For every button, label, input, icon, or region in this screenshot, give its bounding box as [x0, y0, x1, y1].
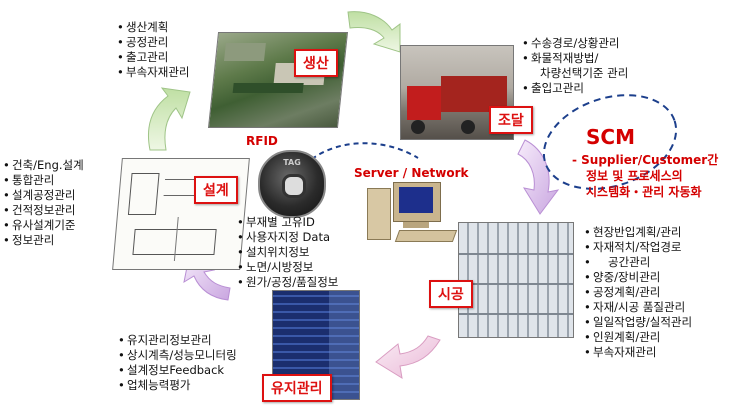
scm-line-3: 시스템화・관리 자동화: [586, 185, 702, 199]
server-computer-icon: [367, 182, 458, 244]
scm-line-2: 정보 및 프로세스의: [586, 169, 683, 183]
construction-item: 인원계획/관리: [584, 330, 692, 345]
design-item: 건적정보관리: [3, 203, 84, 218]
procurement-task-list: 수송경로/상황관리 화물적재방법/ 차량선택기준 관리 출입고관리: [522, 36, 628, 96]
rfid-item: 부재별 고유ID: [237, 215, 338, 230]
procurement-item-continuation: 차량선택기준 관리: [522, 66, 628, 81]
arrow-construction-to-maintenance: [375, 335, 441, 380]
maintenance-item: 유지관리정보관리: [118, 333, 237, 348]
design-task-list: 건축/Eng.설계 통합관리 설계공정관리 건적정보관리 유사설계기준 정보관리: [3, 158, 84, 248]
stage-label-construction: 시공: [429, 280, 473, 308]
stage-label-production: 생산: [294, 49, 338, 77]
design-item: 유사설계기준: [3, 218, 84, 233]
production-task-list: 생산계획 공정관리 출고관리 부속자재관리: [117, 20, 189, 80]
stage-label-procurement: 조달: [489, 106, 533, 134]
rfid-item: 원가/공정/품질정보: [237, 275, 338, 290]
rfid-item: 사용자지정 Data: [237, 230, 338, 245]
maintenance-item: 상시계측/성능모니터링: [118, 348, 237, 363]
design-item: 건축/Eng.설계: [3, 158, 84, 173]
construction-item: 부속자재관리: [584, 345, 692, 360]
arrow-design-to-production: [147, 87, 191, 151]
construction-item: 일일작업량/실적관리: [584, 315, 692, 330]
production-item: 부속자재관리: [117, 65, 189, 80]
construction-item: 자재적치/작업경로: [584, 240, 692, 255]
scm-line-1: - Supplier/Customer간: [572, 153, 719, 167]
procurement-item: 출입고관리: [522, 81, 628, 96]
rfid-tag-text: TAG: [283, 158, 301, 167]
arrow-procurement-to-construction: [517, 139, 560, 215]
stage-label-design: 설계: [194, 176, 238, 204]
construction-item: 현장반입계획/관리: [584, 225, 692, 240]
production-item: 생산계획: [117, 20, 189, 35]
production-item: 공정관리: [117, 35, 189, 50]
construction-item: 양중/장비관리: [584, 270, 692, 285]
maintenance-task-list: 유지관리정보관리 상시계측/성능모니터링 설계정보Feedback 업체능력평가: [118, 333, 237, 393]
stage-label-maintenance: 유지관리: [262, 374, 332, 402]
rfid-item: 노면/시방정보: [237, 260, 338, 275]
construction-building-photo: [458, 222, 574, 338]
construction-item: 공정계획/관리: [584, 285, 692, 300]
procurement-item: 화물적재방법/: [522, 51, 628, 66]
rfid-tag-icon: TAG: [258, 150, 326, 218]
design-drawing-photo: [112, 158, 250, 270]
production-item: 출고관리: [117, 50, 189, 65]
scm-dashed-ellipse: [542, 94, 678, 190]
construction-item-continuation: 공간관리: [584, 255, 692, 270]
procurement-item: 수송경로/상황관리: [522, 36, 628, 51]
rfid-item: 설치위치정보: [237, 245, 338, 260]
design-item-continuation: 정보관리: [3, 233, 84, 248]
arrow-production-to-procurement: [347, 11, 401, 53]
server-network-label: Server / Network: [354, 166, 469, 180]
rfid-info-list: 부재별 고유ID 사용자지정 Data 설치위치정보 노면/시방정보 원가/공정…: [237, 215, 338, 290]
maintenance-item: 업체능력평가: [118, 378, 237, 393]
rfid-title: RFID: [246, 134, 278, 148]
design-item: 설계공정관리: [3, 188, 84, 203]
construction-item: 자재/시공 품질관리: [584, 300, 692, 315]
construction-task-list: 현장반입계획/관리 자재적치/작업경로 공간관리 양중/장비관리 공정계획/관리…: [584, 225, 692, 360]
production-factory-photo: [207, 32, 349, 128]
design-item-continuation: 통합관리: [3, 173, 84, 188]
scm-title: SCM: [586, 125, 635, 149]
maintenance-item: 설계정보Feedback: [118, 363, 237, 378]
